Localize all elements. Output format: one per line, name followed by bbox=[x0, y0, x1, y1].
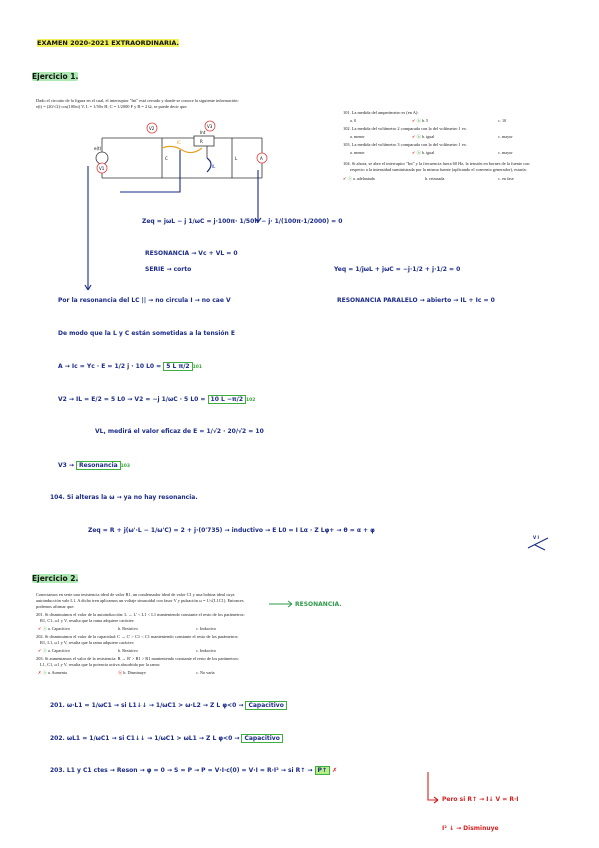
ej1-resonancia: RESONANCIA → Vc + VL = 0 bbox=[145, 250, 238, 257]
q203-opt-b: ⓑ b. Disminuye bbox=[118, 670, 146, 675]
ej1-v2-line: V2 → IL = E/2 = 5 L0 → V2 = −j 1/ωC · 5 … bbox=[58, 395, 256, 404]
label-e: e(t) bbox=[94, 146, 102, 151]
ej1-statement-line1: Dado el circuito de la figura en el cual… bbox=[36, 98, 239, 103]
voltmeter-v2-icon bbox=[146, 122, 158, 134]
q102-opt-c: c. mayor bbox=[498, 134, 513, 139]
ej1-paralelo: RESONANCIA PARALELO → abierto → IL + Ic … bbox=[337, 297, 495, 304]
q101-opt-a: a. 0 bbox=[350, 118, 357, 123]
ej2-202-line: 202. ωL1 = 1/ωC1 → si C1↓↓ → 1/ωC1 > ωL1… bbox=[50, 734, 283, 743]
label-v1: V1 bbox=[99, 166, 105, 171]
q203-opt-c: c. No varía bbox=[196, 670, 215, 675]
ammeter-icon bbox=[256, 152, 268, 164]
q104-opt-a: ✔ ⓐ a. adelantada bbox=[343, 176, 375, 181]
q203: 203. Si aumentamos el valor de la resist… bbox=[36, 656, 240, 661]
q202-opt-b: b. Resistivo bbox=[118, 648, 138, 653]
current-ic-arrow bbox=[161, 145, 203, 154]
q202-opt-a: ✔ ⓐ a. Capacitivo bbox=[38, 648, 70, 653]
ej2-correction-2: I² ↓ → Disminuye bbox=[442, 825, 499, 832]
label-a: A bbox=[260, 156, 263, 161]
ej1-ammeter-line: A → Ic = Yc · E = 1/2 j · 10 L0 = 5 L π/… bbox=[58, 362, 202, 371]
q201-line2: R1, C1, ω1 y V, resulta que la rama adqu… bbox=[40, 618, 135, 623]
label-r: R bbox=[200, 139, 203, 144]
ej1-vl-line: VL, medirá el valor eficaz de E = 1/√2 ·… bbox=[95, 428, 264, 435]
circuit-diagram: V2 V3 A V1 Int R L C e(t) IL IC bbox=[94, 120, 268, 179]
q202-opt-c: c. Inductivo bbox=[196, 648, 217, 653]
ej1-line2: De modo que la L y C están sometidas a l… bbox=[58, 330, 235, 337]
label-int: Int bbox=[200, 130, 206, 135]
q103-opt-c: c. mayor bbox=[498, 150, 513, 155]
label-v2: V2 bbox=[149, 126, 155, 131]
ej1-zeq: Zeq = jωL − j 1/ωC = j·100π· 1/50π − j· … bbox=[142, 218, 343, 225]
q201-opt-b: b. Resistivo bbox=[118, 626, 138, 631]
ej2-statement-line3: podemos afirmar que: bbox=[36, 604, 75, 609]
voltmeter-v3-icon bbox=[204, 120, 216, 132]
q103-opt-a: a. menor bbox=[350, 150, 365, 155]
ej2-203-line: 203. L1 y C1 ctes → Reson → φ = 0 → S = … bbox=[50, 766, 338, 775]
exercise-2-heading: Ejercicio 2. bbox=[32, 574, 79, 583]
q102: 102. La medida del voltímetro 2 comparad… bbox=[343, 126, 467, 131]
ej1-phasor-labels: V I bbox=[533, 535, 539, 540]
q201: 201. Si disminuimos el valor de la autoi… bbox=[36, 612, 245, 617]
exam-title: EXAMEN 2020-2021 EXTRAORDINARIA. bbox=[37, 39, 180, 47]
label-il: IL bbox=[212, 164, 216, 169]
q101-opt-c: c. 10 bbox=[498, 118, 507, 123]
q103: 103. La medida del voltímetro 3 comparad… bbox=[343, 142, 467, 147]
q201-opt-c: c. Inductivo bbox=[196, 626, 217, 631]
ej2-correction-1: Pero si R↑ → I↓ V = R·I bbox=[442, 796, 519, 803]
q104-opt-b: b. retrasada bbox=[425, 176, 445, 181]
ej1-line1: Por la resonancia del LC || → no circula… bbox=[58, 297, 231, 304]
exercise-1-heading: Ejercicio 1. bbox=[32, 72, 79, 81]
ej2-resonancia-tag: RESONANCIA. bbox=[295, 601, 342, 608]
label-v3: V3 bbox=[207, 124, 213, 129]
q104-line1: 104. Si ahora, se abre el interruptor "I… bbox=[343, 161, 530, 166]
q202: 202. Si disminuimos el valor de la capac… bbox=[36, 634, 239, 639]
q101-opt-b: ✔ ⓑ b. 5 bbox=[412, 118, 429, 123]
q101: 101. La medida del amperímetro es (en A)… bbox=[343, 110, 419, 115]
ej1-serie: SERIE → corto bbox=[145, 266, 192, 273]
ej1-zeq2: Zeq = R + j(ω'·L − 1/ω'C) = 2 + j·(0'735… bbox=[88, 527, 375, 534]
label-l: L bbox=[235, 156, 238, 161]
resonancia-arrow-icon bbox=[269, 600, 293, 608]
q102-opt-b: ✔ ⓑ b. igual bbox=[412, 134, 435, 139]
label-c: C bbox=[165, 156, 168, 161]
q102-opt-a: a. menor bbox=[350, 134, 365, 139]
q203-line2: L1, C1, ω1 y V, resulta que la potencia … bbox=[40, 662, 161, 667]
label-ic: IC bbox=[177, 140, 181, 145]
ej2-statement-line2: autoinducción vale L1. A dicho tren apli… bbox=[36, 598, 244, 603]
q104-line2: respecto a la intensidad suministrada po… bbox=[350, 167, 527, 172]
ej1-yeq: Yeq = 1/jωL + jωC = −j·1/2 + j·1/2 = 0 bbox=[334, 266, 461, 273]
ej1-statement-line2: e(t) = (20/√2)·cos(100πt) V, L = 1/50π H… bbox=[36, 104, 188, 109]
ej1-q104-line: 104. Si alteras la ω → ya no hay resonan… bbox=[50, 494, 198, 501]
q203-opt-a: ✗ ⓐ a. Aumenta bbox=[38, 670, 67, 675]
current-il-arrow bbox=[206, 157, 212, 173]
q201-opt-a: ✔ ⓐ a. Capacitivo bbox=[38, 626, 70, 631]
ej2-statement-line1: Conectamos en serie una resistencia idea… bbox=[36, 592, 235, 597]
voltmeter-v1-icon bbox=[96, 162, 108, 174]
q104-opt-c: c. en fase bbox=[498, 176, 514, 181]
ej2-201-line: 201. ω·L1 = 1/ωC1 → si L1↓↓ → 1/ωC1 > ω·… bbox=[50, 701, 287, 710]
q202-line2: R1, L1, ω1 y V, resulta que la rama adqu… bbox=[40, 640, 135, 645]
q103-opt-b: ✔ ⓑ b. igual bbox=[412, 150, 435, 155]
